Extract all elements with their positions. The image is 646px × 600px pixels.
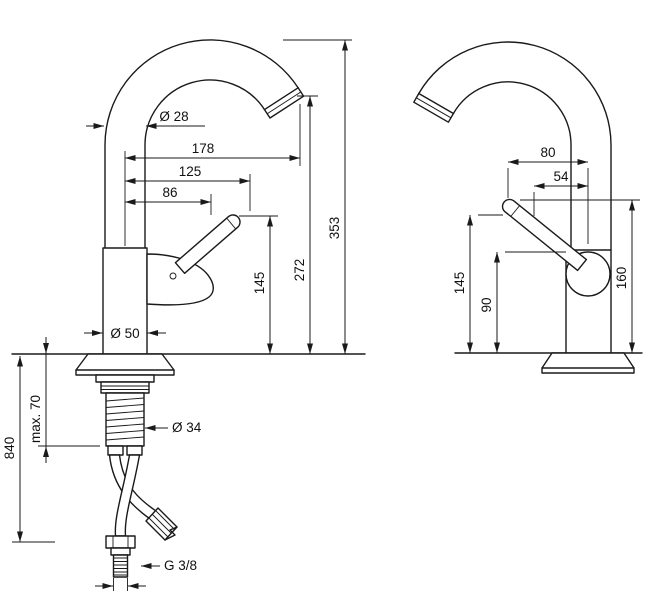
spout-outer-edge-side xyxy=(418,41,612,251)
nut-groove-lines xyxy=(101,385,149,390)
hose-port-left xyxy=(107,445,124,456)
dimension-spout-reach: 178 xyxy=(124,104,301,246)
dim-label-handle-top-height: 160 xyxy=(614,267,629,290)
dim-label-hose-length: 840 xyxy=(2,437,17,460)
dimension-handle-top-height: 160 xyxy=(520,199,640,353)
temp-indicator-dot xyxy=(169,272,177,280)
dim-label-total-height: 353 xyxy=(327,217,342,240)
handle-lever-side xyxy=(501,198,588,272)
fitting-thread xyxy=(112,554,129,578)
dimension-54: 54 xyxy=(533,169,588,216)
spout-cut-face xyxy=(263,87,299,111)
mounting-washer xyxy=(95,374,155,383)
hose-port-right xyxy=(126,445,143,456)
dim-label-max-counter-thickness: max. 70 xyxy=(28,395,43,443)
spout-outer-edge xyxy=(104,39,299,251)
front-dimensions: Ø 28 178 125 86 272 353 xyxy=(2,39,352,591)
g38-fitting xyxy=(105,535,136,578)
dimension-outlet-height: 272 xyxy=(292,95,318,354)
dimension-125: 125 xyxy=(125,164,251,211)
fitting-thread-lines xyxy=(113,557,128,576)
dimension-pipe-diameter: Ø 28 xyxy=(86,109,205,129)
hose-cut-zigzag xyxy=(164,526,178,541)
shank-thread-lines xyxy=(105,397,145,441)
dimension-total-height: 353 xyxy=(283,39,352,354)
dimension-body-diameter: Ø 50 xyxy=(84,326,166,341)
dimension-80: 80 xyxy=(507,145,589,244)
handle-lever-front xyxy=(174,214,241,274)
base-flange-side xyxy=(541,352,635,369)
dim-label-handle-height: 145 xyxy=(252,272,267,295)
dim-label-outlet-height: 272 xyxy=(292,259,307,282)
dim-label-spout-reach: 178 xyxy=(192,141,215,156)
dimension-max-counter-thickness: max. 70 xyxy=(28,337,100,463)
dimension-145-side: 145 xyxy=(452,214,503,353)
extension-lines xyxy=(507,168,589,244)
extension-lines xyxy=(124,104,301,246)
dim-label-shank-diameter: Ø 34 xyxy=(172,420,202,435)
dim-label-54: 54 xyxy=(553,169,569,184)
dimension-90: 90 xyxy=(479,251,566,353)
threaded-shank xyxy=(105,392,145,447)
dim-label-86: 86 xyxy=(162,185,177,200)
faucet-side-view xyxy=(413,41,643,374)
spout-cut-face-side xyxy=(418,92,455,115)
braid-hatch-lines xyxy=(148,510,176,538)
fitting-nut xyxy=(105,535,136,549)
dimension-hose-length: 840 xyxy=(2,356,55,543)
dim-label-125: 125 xyxy=(179,164,202,179)
aerator-ring-line xyxy=(266,91,302,115)
flange-lip-side xyxy=(541,367,635,374)
dimension-shank-diameter: Ø 34 xyxy=(145,420,202,435)
mounting-nut xyxy=(100,381,150,394)
lever-end-ring xyxy=(226,218,237,230)
dimension-86: 86 xyxy=(125,185,212,215)
dim-label-90: 90 xyxy=(479,297,494,312)
lever-end-ring-side xyxy=(510,205,520,217)
base-flange-front xyxy=(75,353,175,371)
spout-inner-edge xyxy=(144,79,266,251)
dimension-thread: G 3/8 xyxy=(95,558,197,591)
fitting-collar xyxy=(110,547,131,556)
dim-label-80: 80 xyxy=(540,145,555,160)
dim-label-pipe-diameter: Ø 28 xyxy=(159,109,188,124)
dim-label-body-diameter: Ø 50 xyxy=(110,326,139,341)
dimension-handle-height: 145 xyxy=(239,215,278,354)
dim-label-thread: G 3/8 xyxy=(164,558,197,573)
side-dimensions: 80 54 160 145 90 xyxy=(452,145,640,353)
dim-label-145-side: 145 xyxy=(452,272,467,295)
spout-inner-edge-side xyxy=(452,81,572,251)
flange-lip xyxy=(75,369,175,376)
faucet-front-view xyxy=(11,39,366,578)
aerator-ring-line-side xyxy=(416,97,452,119)
extension-lines xyxy=(113,578,128,591)
fitting-nut-facets xyxy=(112,536,129,548)
